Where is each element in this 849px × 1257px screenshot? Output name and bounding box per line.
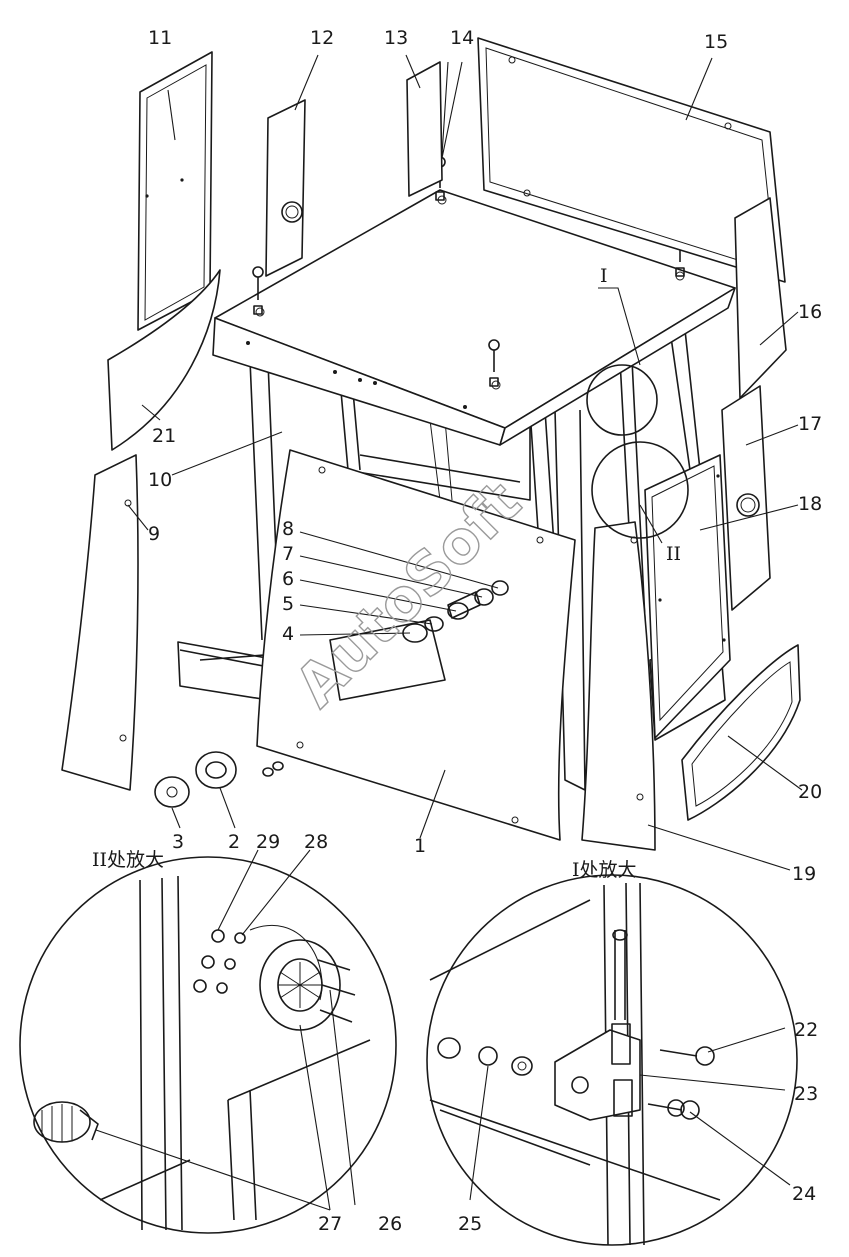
callout-8: 8: [282, 518, 294, 540]
callout-20: 20: [798, 781, 822, 803]
panel-11-window: [137, 51, 213, 331]
panel-15-rear-glass: [477, 37, 786, 283]
panel-13-strip: [406, 61, 443, 197]
callout-1: 1: [414, 835, 426, 857]
callout-21: 21: [152, 425, 176, 447]
callout-10: 10: [148, 469, 172, 491]
panel-9-curved-glass: [61, 454, 139, 791]
callout-26: 26: [378, 1213, 402, 1235]
callout-12: 12: [310, 27, 334, 49]
callout-16: 16: [798, 301, 822, 323]
hinge-nuts-washers: [437, 1037, 533, 1076]
section-mark-i: I: [600, 265, 608, 287]
callout-28: 28: [304, 831, 328, 853]
panel-17-side: [721, 385, 771, 611]
panel-16-strip: [734, 197, 787, 399]
nuts-and-washers: [193, 929, 246, 994]
detail-ii-caption: II处放大: [92, 849, 164, 871]
detail-i-caption: I处放大: [572, 859, 637, 881]
callout-29: 29: [256, 831, 280, 853]
callout-25: 25: [458, 1213, 482, 1235]
callout-27: 27: [318, 1213, 342, 1235]
hinge-bolts: [647, 1046, 715, 1120]
panel-1-front: [256, 449, 576, 841]
section-marker-circles: [586, 364, 689, 539]
callout-11: 11: [148, 27, 172, 49]
hinge-hardware-stack: [329, 580, 509, 701]
callout-22: 22: [794, 1019, 818, 1041]
panel-19-curved-glass: [581, 521, 656, 851]
callout-7: 7: [282, 543, 294, 565]
round-cover-parts: [154, 751, 284, 808]
callout-2: 2: [228, 831, 240, 853]
callout-numbers: 1 2 3 4 5 6 7 8 9 10 11 12 13 14 15 16 1…: [148, 27, 822, 1235]
roof-panel: [212, 189, 736, 446]
plug-connector: [33, 1101, 99, 1143]
detail-i-magnified: [426, 874, 798, 1246]
callout-24: 24: [792, 1183, 816, 1205]
wiper-motor-hub: [259, 939, 356, 1031]
callout-18: 18: [798, 493, 822, 515]
panel-20-window: [681, 644, 801, 821]
callout-5: 5: [282, 593, 294, 615]
callout-4: 4: [282, 623, 294, 645]
callout-14: 14: [450, 27, 474, 49]
leader-lines: [95, 54, 803, 1211]
callout-15: 15: [704, 31, 728, 53]
panel-18-door: [644, 454, 731, 739]
panel-12-strip: [265, 99, 306, 277]
panel-21-glass: [107, 269, 221, 451]
hinge-plate: [554, 929, 641, 1121]
callout-3: 3: [172, 831, 184, 853]
detail-ii-magnified: [19, 856, 397, 1234]
callout-17: 17: [798, 413, 822, 435]
section-mark-ii: II: [666, 543, 681, 565]
callout-13: 13: [384, 27, 408, 49]
callout-6: 6: [282, 568, 294, 590]
callout-23: 23: [794, 1083, 818, 1105]
callout-19: 19: [792, 863, 816, 885]
callout-9: 9: [148, 523, 160, 545]
